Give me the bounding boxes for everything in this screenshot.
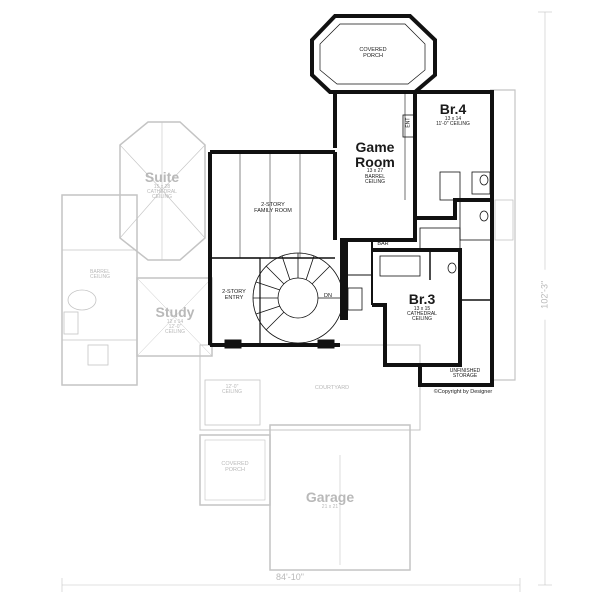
game-room-name: Game Room — [355, 139, 395, 170]
ent-label: ENT — [405, 117, 412, 128]
garage-label: Garage 21 x 21 — [290, 490, 370, 510]
br3-label: Br.3 13 x 15 CATHEDRAL CEILING — [388, 292, 456, 322]
study-dims: 12 x 14 — [166, 318, 184, 325]
br3-name: Br.3 — [408, 291, 436, 307]
game-room-ceiling: BARREL CEILING — [364, 173, 385, 185]
family-room-label: 2-STORY FAMILY ROOM — [254, 202, 292, 214]
master-bath-outline — [61, 194, 138, 386]
bar-label: BAR — [377, 241, 389, 247]
copyright-label: ©Copyright by Designer — [433, 389, 493, 395]
br4-ceiling: 11'-0" CEILING — [436, 120, 470, 127]
dn-label: DN — [324, 293, 332, 299]
storage-walls — [418, 200, 494, 387]
br4-label: Br.4 13 x 14 11'-0" CEILING — [418, 102, 488, 127]
study-label: Study 12 x 14 12'-0" CEILING — [145, 305, 205, 335]
depth-dimension-label: 102'-3" — [539, 269, 550, 320]
suite-label: Suite 15 x 28 CATHEDRAL CEILING — [130, 170, 194, 200]
garage-dims: 21 x 21 — [321, 503, 339, 510]
width-dimension-label: 84'-10" — [260, 572, 320, 583]
study-name: Study — [155, 304, 195, 320]
br4-name: Br.4 — [439, 101, 467, 117]
game-room-label: Game Room 13 x 27 BARREL CEILING — [345, 140, 405, 185]
ghost-lower-floor — [61, 11, 552, 592]
covered-porch-top-label: COVERED PORCH — [359, 47, 387, 59]
suite-dims: 15 x 28 — [153, 183, 171, 190]
ceiling-porch-label: 12'-0" CEILING — [221, 384, 242, 396]
suite-ceiling: CATHEDRAL CEILING — [147, 188, 177, 201]
garage-name: Garage — [305, 489, 355, 505]
entry-label: 2-STORY ENTRY — [222, 289, 246, 301]
game-room-walls — [333, 90, 417, 242]
suite-name: Suite — [144, 169, 180, 185]
br3-dims: 13 x 15 — [413, 305, 431, 312]
covered-porch-bottom-label: COVERED PORCH — [221, 461, 249, 473]
storage-label: UNFINISHED STORAGE — [449, 368, 481, 380]
family-room-walls — [208, 150, 337, 345]
br4-dims: 13 x 14 — [444, 115, 462, 122]
courtyard-label: COURTYARD — [314, 385, 350, 391]
second-floor-walls — [208, 14, 494, 387]
study-ceiling: 12'-0" CEILING — [164, 323, 185, 336]
br3-ceiling: CATHEDRAL CEILING — [407, 310, 437, 323]
barrel-ceiling-left-label: BARREL CEILING — [89, 269, 110, 281]
game-room-dims: 13 x 27 — [366, 168, 384, 175]
